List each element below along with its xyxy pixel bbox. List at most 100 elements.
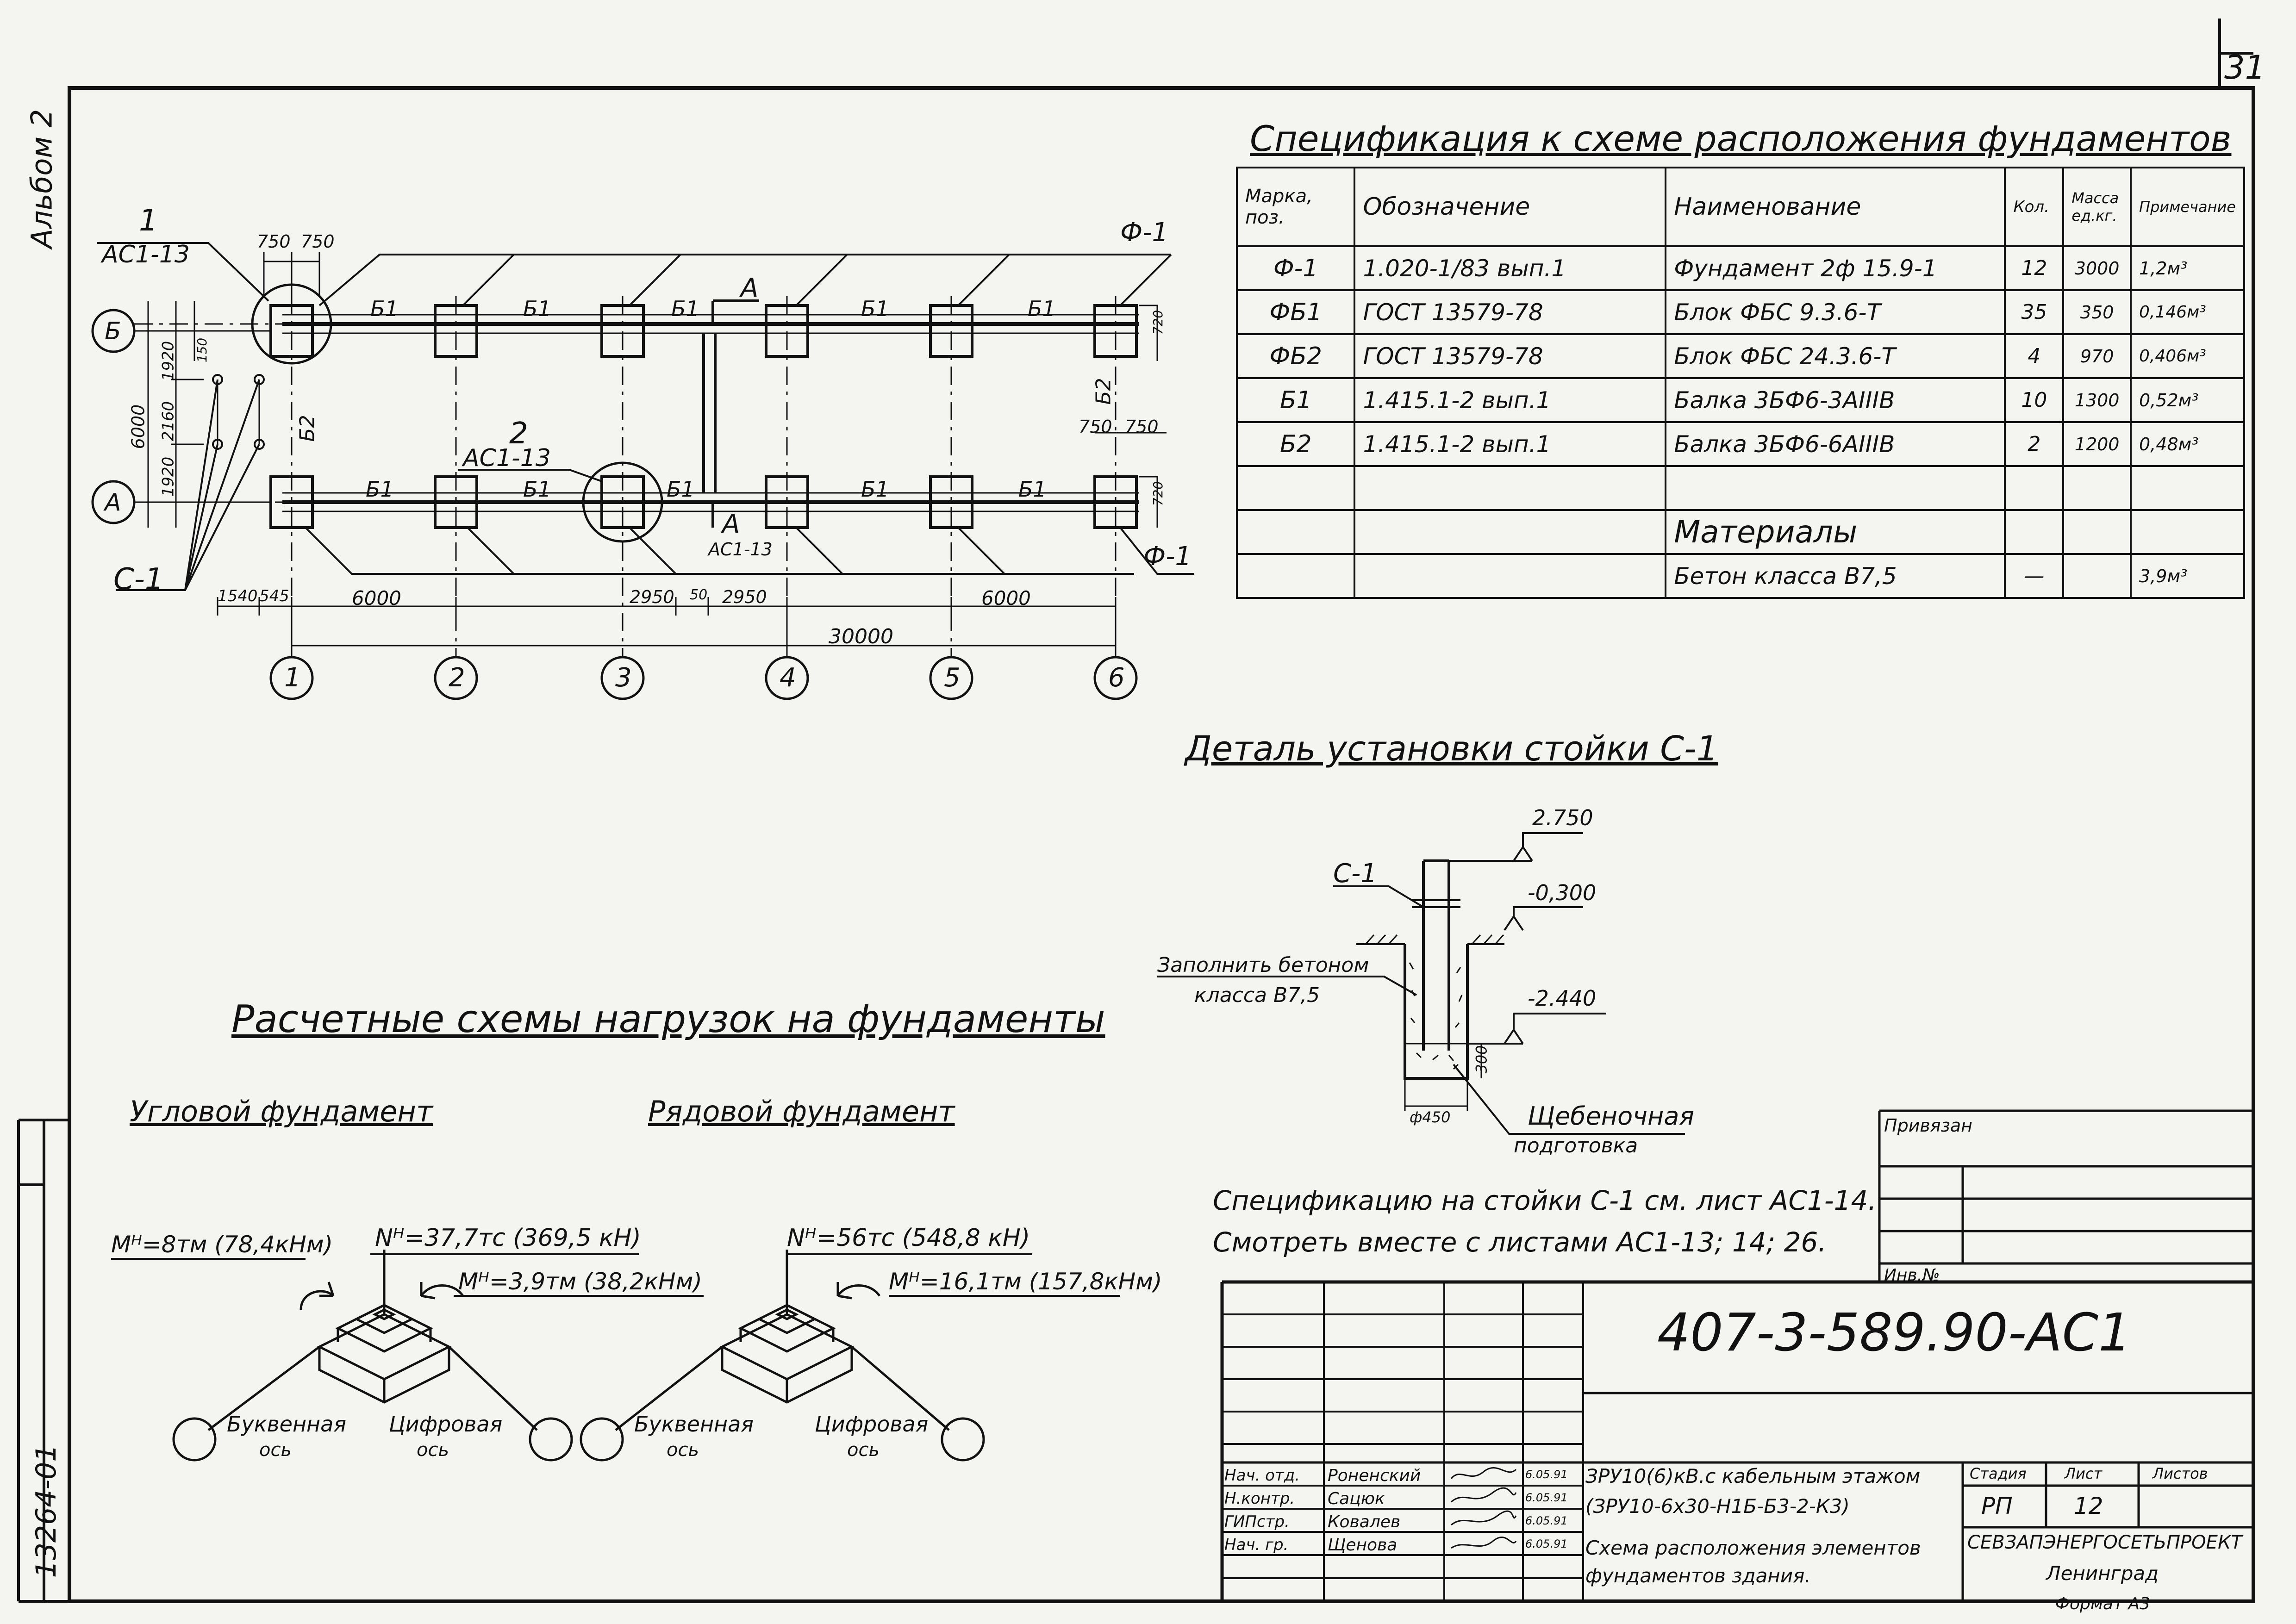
spec-cell: 1,2м³ [2130,245,2245,291]
table-row: ФБ1 ГОСТ 13579-78 Блок ФБС 9.3.6-Т 35 35… [1235,289,2245,335]
sheet-label: Лист [2065,1465,2103,1482]
spec-cell: 2 [2004,421,2065,467]
sheet-title-line-2: фундаментов здания. [1585,1564,1811,1587]
table-row: ФБ2 ГОСТ 13579-78 Блок ФБС 24.3.6-Т 4 97… [1235,333,2245,379]
dim-30000: 30000 [829,625,893,648]
level-low: -2.440 [1528,986,1597,1011]
foundation-label-top: Ф-1 [1120,218,1169,248]
spec-cell: ФБ1 [1235,289,1356,335]
table-row [1235,465,2245,511]
spec-title: Спецификация к схеме расположения фундам… [1250,118,2232,159]
drawing-code: 407-3-589.90-АС1 [1657,1303,2132,1363]
row-axis-a: А [105,489,121,516]
table-row: Материалы [1235,509,2245,555]
dim-750: 750 [1079,417,1112,437]
row-foundation-title: Рядовой фундамент [648,1095,955,1128]
foundation-label-bottom: Ф-1 [1143,541,1192,572]
row-m-right: Мᴴ=16,1тм (157,8кНм) [889,1268,1162,1295]
level-mid: -0,300 [1528,880,1597,905]
spec-cell: 4 [2004,333,2065,379]
stamp-role: Н.контр. [1224,1489,1295,1508]
spec-header: Наименование [1665,167,2006,247]
spec-cell: Блок ФБС 9.3.6-Т [1665,289,2006,335]
spec-cell: Б1 [1235,377,1356,423]
spec-cell: 1300 [2062,377,2132,423]
table-row: Б2 1.415.1-2 вып.1 Балка 3БФ6-6АIIIВ 2 1… [1235,421,2245,467]
spec-header: Марка, поз. [1235,167,1356,247]
stamp-role: Нач. гр. [1224,1536,1289,1554]
sheet-value: 12 [2074,1493,2103,1519]
beam-label: Б1 [370,296,399,321]
sheet-number: 31 [2224,49,2266,87]
fill-note-line1: Заполнить бетоном [1157,953,1369,977]
row-foundation-sketch [580,1250,985,1462]
stamp-date: 6.05.91 [1525,1468,1568,1481]
post-label: С-1 [113,562,164,597]
corner-axis-digit-word: ось [417,1439,449,1461]
spec-cell: 0,406м³ [2130,333,2245,379]
stamp-role: Нач. отд. [1224,1466,1300,1485]
spec-cell: 1.415.1-2 вып.1 [1354,377,1667,423]
org-line-1: СЕВЗАПЭНЕРГОСЕТЬПРОЕКТ [1967,1532,2242,1553]
stamp-date: 6.05.91 [1525,1514,1568,1527]
dim-6000: 6000 [981,587,1031,610]
beam-label: Б1 [861,296,889,321]
callout-1-number: 1 [139,204,158,238]
beam-label: Б1 [1018,477,1047,502]
beam-label: Б1 [523,477,551,502]
spec-cell: Бетон класса В7,5 [1665,553,2006,599]
spec-cell: ФБ2 [1235,333,1356,379]
spec-cell: Балка 3БФ6-6АIIIВ [1665,421,2006,467]
stage-value: РП [1981,1493,2013,1519]
corner-axis-letter-word: ось [259,1439,292,1461]
table-row: Бетон класса В7,5 — 3,9м³ [1235,553,2245,599]
spec-cell: 1.415.1-2 вып.1 [1354,421,1667,467]
privyazan-label: Привязан [1884,1115,1972,1136]
beam-label: Б1 [523,296,551,321]
detail-note-2: Смотреть вместе с листами АС1-13; 14; 26… [1213,1226,1827,1258]
org-line-2: Ленинград [2046,1562,2159,1585]
inv-label: Инв.№ [1884,1266,1940,1285]
row-n: Nᴴ=56тс (548,8 кН) [787,1224,1030,1252]
dim-450: ф450 [1410,1108,1451,1126]
detail-title: Деталь установки стойки С-1 [1185,729,1718,769]
gravel-line2: подготовка [1514,1134,1638,1157]
spec-cell [2062,553,2132,599]
spec-cell: Ф-1 [1235,245,1356,291]
loads-title: Расчетные схемы нагрузок на фундаменты [231,997,1105,1041]
project-line-1: ЗРУ10(6)кВ.с кабельным этажом [1585,1465,1921,1487]
row-axis-letter: Буквенная [634,1412,754,1437]
spec-header: Примечание [2130,167,2245,247]
spec-header: Кол. [2004,167,2065,247]
corner-m-right: Мᴴ=3,9тм (38,2кНм) [458,1268,702,1295]
corner-foundation-sketch [172,1250,573,1462]
spec-cell [1235,553,1356,599]
spec-cell: 350 [2062,289,2132,335]
dim-50: 50 [690,587,708,603]
spec-cell: 0,52м³ [2130,377,2245,423]
stamp-date: 6.05.91 [1525,1491,1568,1504]
spec-cell: Блок ФБС 24.3.6-Т [1665,333,2006,379]
stamp-date: 6.05.91 [1525,1537,1568,1550]
detail-post-label: С-1 [1333,859,1377,889]
beam-label: Б1 [861,477,889,502]
row-axis-digit: Цифровая [815,1412,929,1437]
column-axis-6: 6 [1108,663,1125,693]
spec-cell: Балка 3БФ6-3АIIIВ [1665,377,2006,423]
spec-cell: — [2004,553,2065,599]
spec-cell: 0,48м³ [2130,421,2245,467]
beam-label: Б1 [1028,296,1056,321]
stamp-name: Щенова [1328,1536,1398,1555]
spec-cell: 35 [2004,289,2065,335]
spec-header: Масса ед.кг. [2062,167,2132,247]
row-axis-letter-word: ось [667,1439,699,1461]
sheets-label: Листов [2152,1465,2208,1482]
spec-cell: 0,146м³ [2130,289,2245,335]
corner-n: Nᴴ=37,7тс (369,5 кН) [375,1224,641,1252]
dim-2950: 2950 [722,587,767,607]
stamp-name: Роненский [1328,1466,1421,1485]
dim-750: 750 [1125,417,1159,437]
